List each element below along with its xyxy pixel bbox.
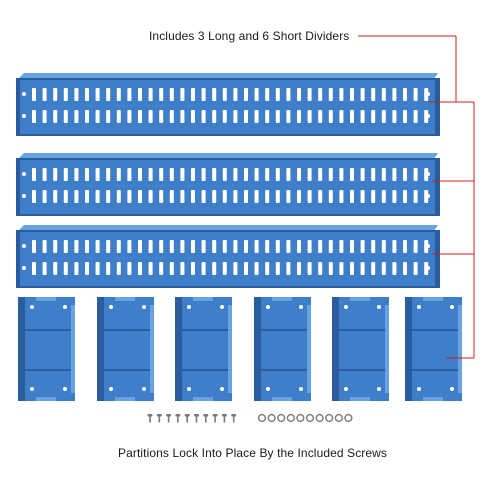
washer-4 <box>286 413 295 423</box>
callout-lines <box>358 35 475 359</box>
long-divider-1 <box>16 73 440 136</box>
screw-5 <box>184 414 190 423</box>
short-dividers-group <box>18 297 462 401</box>
screw-4 <box>175 414 181 423</box>
long-divider-2 <box>16 153 440 216</box>
washer-5 <box>296 413 305 423</box>
washer-10 <box>344 413 353 423</box>
hardware-group <box>147 413 353 423</box>
short-divider-2 <box>97 297 154 401</box>
caption-partitions-lock: Partitions Lock Into Place By the Includ… <box>118 446 388 460</box>
washer-3 <box>277 413 286 423</box>
screw-8 <box>212 414 218 423</box>
washer-1 <box>257 413 267 423</box>
washer-8 <box>325 413 334 423</box>
screw-6 <box>194 414 199 423</box>
short-divider-3 <box>175 297 232 401</box>
washer-7 <box>315 413 324 423</box>
long-divider-3 <box>16 225 440 288</box>
washer-2 <box>267 413 276 423</box>
short-divider-4 <box>254 297 311 401</box>
screw-3 <box>166 414 172 423</box>
short-divider-6 <box>405 297 462 401</box>
short-divider-1 <box>18 297 75 401</box>
washer-6 <box>305 413 315 423</box>
washers-group <box>257 413 353 423</box>
screw-10 <box>231 414 237 423</box>
screw-9 <box>221 414 227 423</box>
screw-1 <box>147 414 153 423</box>
screw-7 <box>203 414 209 423</box>
washer-9 <box>334 413 343 423</box>
caption-includes-dividers: Includes 3 Long and 6 Short Dividers <box>149 29 350 43</box>
screw-2 <box>156 414 162 423</box>
long-dividers-group <box>16 73 440 288</box>
screws-group <box>147 414 237 423</box>
short-divider-5 <box>332 297 389 401</box>
